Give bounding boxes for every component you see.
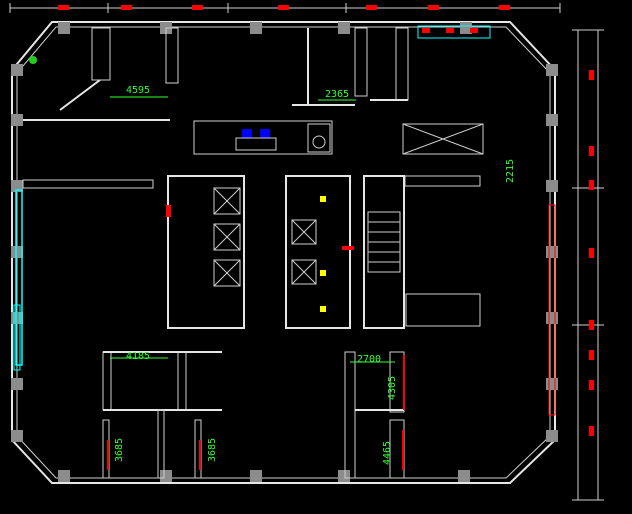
dim-4465: 4465	[382, 441, 393, 465]
top-dimension-line	[9, 3, 561, 13]
dim-3685b: 3685	[207, 438, 218, 462]
dim-2215: 2215	[505, 159, 516, 183]
right-dimension-lines	[572, 29, 604, 501]
dim-2700: 2700	[357, 354, 381, 365]
building-outline	[11, 21, 556, 484]
dim-3685a: 3685	[114, 438, 125, 462]
dim-4595: 4595	[126, 85, 150, 96]
dim-2365: 2365	[325, 89, 349, 100]
dim-4185: 4185	[126, 351, 150, 362]
dim-4305: 4305	[387, 376, 398, 400]
top-offices	[23, 25, 491, 121]
dimension-labels: 4595 2365 2215 4185 2700 4305 3685 3685 …	[110, 85, 516, 465]
bottom-offices	[102, 204, 556, 479]
corridor-elements	[13, 120, 484, 371]
structural-columns	[11, 22, 558, 482]
elevator-core	[166, 175, 481, 329]
